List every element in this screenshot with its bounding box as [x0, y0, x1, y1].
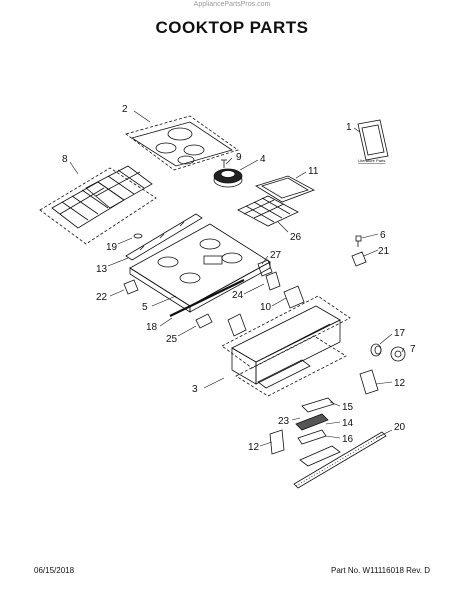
control-panel-part — [221, 295, 351, 397]
control-knob-parts — [370, 343, 406, 362]
callout-2: 2 — [122, 104, 128, 115]
callout-14: 14 — [342, 418, 354, 429]
callout-21: 21 — [378, 246, 390, 257]
footer-part-number: Part No. W11116018 Rev. D — [330, 566, 430, 575]
callout-22: 22 — [96, 292, 108, 303]
control-board-part — [299, 445, 341, 467]
callout-8: 8 — [62, 154, 68, 165]
callout-26: 26 — [290, 232, 302, 243]
callout-labels: 1 2 3 4 5 6 7 8 9 10 11 12 12 13 14 15 1… — [62, 104, 416, 453]
bracket-parts — [123, 259, 281, 295]
end-cap-left-part — [269, 429, 285, 455]
callout-27: 27 — [270, 250, 282, 261]
callout-10: 10 — [260, 302, 272, 313]
callout-25: 25 — [166, 334, 178, 345]
cooktop-glass-part — [125, 115, 239, 171]
callout-11: 11 — [308, 166, 319, 177]
callout-17: 17 — [394, 328, 406, 339]
callout-5: 5 — [142, 302, 148, 313]
cooktop-top-part — [129, 223, 271, 313]
callout-1: 1 — [346, 122, 352, 133]
display-board-parts — [295, 397, 335, 445]
callout-23: 23 — [278, 416, 290, 427]
callout-13: 13 — [96, 264, 108, 275]
callout-12-right: 12 — [394, 378, 406, 389]
callout-12-left: 12 — [248, 442, 260, 453]
side-bracket-parts — [227, 285, 305, 337]
burner-grates-part — [39, 165, 157, 245]
callout-16: 16 — [342, 434, 354, 445]
callout-15: 15 — [342, 402, 354, 413]
footer-date: 06/15/2018 — [34, 566, 75, 575]
callout-24: 24 — [232, 290, 244, 301]
watermark: AppliancePartsPros.com — [193, 1, 271, 8]
callout-7: 7 — [410, 344, 416, 355]
callout-19: 19 — [106, 242, 118, 253]
literature-booklet-part — [357, 119, 389, 161]
literature-parts-label: Literature Parts — [358, 158, 385, 163]
trim-strip-part — [293, 431, 387, 489]
small-plate-part — [195, 313, 213, 329]
callout-9: 9 — [236, 152, 242, 163]
griddle-rack-part — [237, 195, 299, 227]
griddle-plate-part — [255, 175, 315, 203]
rod-part — [169, 279, 245, 317]
callout-20: 20 — [394, 422, 406, 433]
callout-6: 6 — [380, 230, 386, 241]
callout-3: 3 — [192, 384, 198, 395]
callout-18: 18 — [146, 322, 158, 333]
page-title: COOKTOP PARTS — [155, 18, 309, 37]
leader-lines — [69, 110, 405, 447]
burner-base-part — [213, 159, 243, 188]
manifold-rail-part — [125, 213, 203, 261]
callout-4: 4 — [260, 154, 266, 165]
small-hardware-part — [351, 235, 367, 267]
end-cap-right-part — [359, 369, 379, 395]
